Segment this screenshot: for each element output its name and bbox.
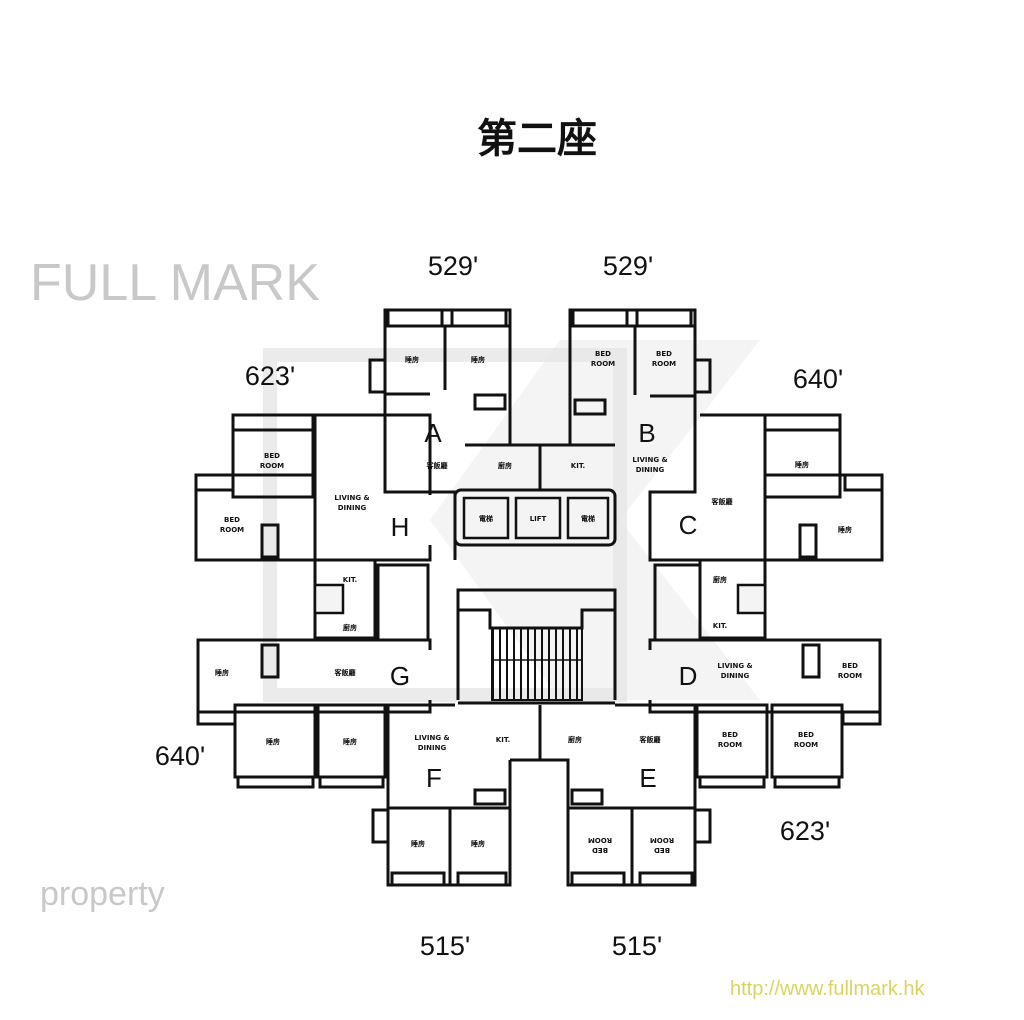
room-label: 睡房 — [405, 355, 419, 364]
room-label: BED — [224, 516, 240, 524]
room-label: KIT. — [571, 462, 585, 470]
watermark-sub: property — [40, 875, 165, 913]
room-label: ROOM — [260, 462, 284, 470]
unit-g: 睡房 客飯廳 睡房 睡房 G — [196, 638, 432, 789]
room-label: BED — [842, 662, 858, 670]
room-label: DINING — [418, 744, 447, 752]
unit-label-h: H — [391, 512, 410, 542]
unit-f: LIVING & DINING KIT. 睡房 睡房 F — [371, 703, 542, 887]
room-label: KIT. — [343, 576, 357, 584]
unit-a: 睡房 睡房 客飯廳 廚房 A — [368, 308, 615, 560]
room-label: DINING — [338, 504, 367, 512]
room-label: LIVING & — [414, 734, 449, 742]
room-label: BED — [654, 846, 670, 854]
room-label: DINING — [721, 672, 750, 680]
room-label: 睡房 — [795, 460, 809, 469]
unit-label-e: E — [639, 763, 656, 793]
area-f: 515' — [420, 931, 470, 961]
room-label: LIVING & — [632, 456, 667, 464]
room-label: 客飯廳 — [711, 497, 733, 506]
room-label: 廚房 — [343, 623, 357, 632]
room-label: ROOM — [588, 836, 612, 844]
area-d: 623' — [780, 816, 830, 846]
unit-label-g: G — [390, 661, 410, 691]
watermark-brand: FULL MARK — [30, 254, 320, 312]
room-label: 廚房 — [498, 461, 512, 470]
watermark-url: http://www.fullmark.hk — [730, 978, 926, 1000]
room-label: KIT. — [496, 736, 510, 744]
lift-label: LIFT — [530, 515, 547, 523]
room-label: BED — [722, 731, 738, 739]
unit-h: BED ROOM BED ROOM LIVING & DINING H — [194, 413, 432, 562]
unit-d: LIVING & DINING BED ROOM BED ROOM BED RO… — [648, 638, 882, 789]
area-h: 623' — [245, 361, 295, 391]
area-g: 640' — [155, 741, 205, 771]
room-label: 睡房 — [343, 737, 357, 746]
room-label: LIVING & — [717, 662, 752, 670]
room-label: 睡房 — [838, 525, 852, 534]
room-label: 客飯廳 — [639, 735, 661, 744]
room-label: BED — [595, 350, 611, 358]
room-label: DINING — [636, 466, 665, 474]
area-a: 529' — [428, 251, 478, 281]
lift-core: 電梯 LIFT 電梯 — [453, 488, 617, 705]
room-label: 睡房 — [471, 839, 485, 848]
room-label: 客飯廳 — [334, 668, 356, 677]
unit-b: BED ROOM BED ROOM KIT. LIVING & DINING B — [568, 308, 712, 530]
room-label: 睡房 — [411, 839, 425, 848]
lift-label: 電梯 — [479, 514, 493, 523]
room-label: 廚房 — [713, 575, 727, 584]
room-label: BED — [656, 350, 672, 358]
room-label: ROOM — [718, 741, 742, 749]
room-label: ROOM — [591, 360, 615, 368]
unit-label-d: D — [679, 661, 698, 691]
room-label: BED — [798, 731, 814, 739]
room-label: 睡房 — [215, 668, 229, 677]
unit-c: 睡房 睡房 客飯廳 C — [648, 413, 884, 562]
unit-label-a: A — [424, 418, 442, 448]
area-e: 515' — [612, 931, 662, 961]
room-label: 廚房 — [568, 735, 582, 744]
unit-label-f: F — [426, 763, 442, 793]
staircase — [491, 627, 583, 701]
unit-label-b: B — [638, 418, 655, 448]
west-service: KIT. 廚房 — [313, 558, 430, 642]
room-label: ROOM — [838, 672, 862, 680]
unit-e: 廚房 客飯廳 BED ROOM BED ROOM E — [540, 703, 712, 887]
room-label: BED — [264, 452, 280, 460]
room-label: 睡房 — [471, 355, 485, 364]
room-label: 客飯廳 — [426, 461, 448, 470]
area-c: 640' — [793, 364, 843, 394]
room-label: ROOM — [794, 741, 818, 749]
area-b: 529' — [603, 251, 653, 281]
room-label: ROOM — [220, 526, 244, 534]
room-label: LIVING & — [334, 494, 369, 502]
room-label: 睡房 — [266, 737, 280, 746]
unit-label-c: C — [679, 510, 698, 540]
room-label: KIT. — [713, 622, 727, 630]
room-label: ROOM — [652, 360, 676, 368]
room-label: BED — [592, 846, 608, 854]
lift-label: 電梯 — [581, 514, 595, 523]
page-title: 第二座 — [477, 116, 597, 162]
room-label: ROOM — [650, 836, 674, 844]
